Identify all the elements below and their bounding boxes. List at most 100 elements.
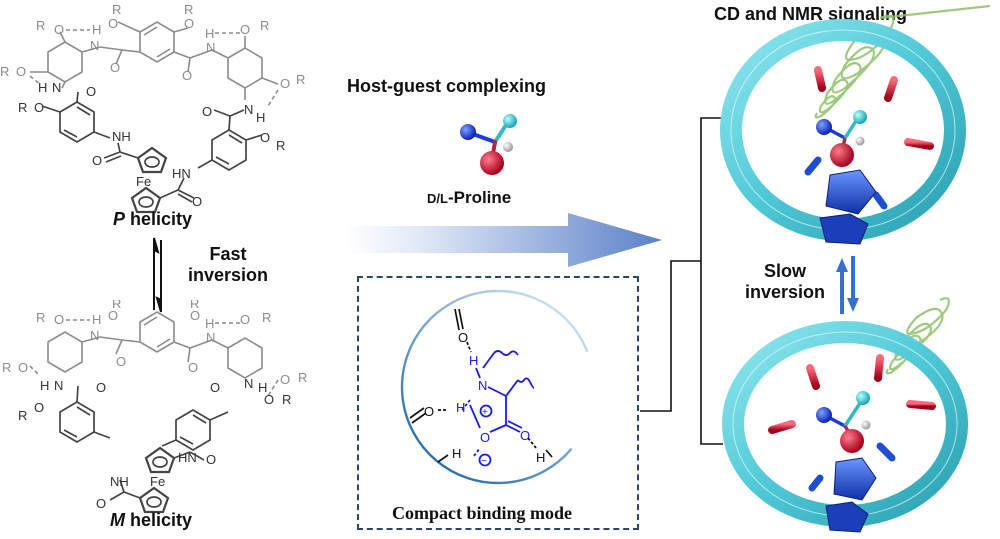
proline-bonds	[468, 120, 510, 162]
carbon-atom	[503, 114, 517, 128]
svg-text:R: R	[276, 138, 285, 153]
svg-text:O: O	[210, 380, 220, 395]
state-bracket	[700, 117, 723, 445]
svg-text:O: O	[192, 194, 202, 209]
svg-text:O: O	[202, 104, 212, 119]
macrocycle-ring-top	[720, 19, 966, 241]
svg-text:O: O	[280, 372, 290, 387]
svg-text:O: O	[240, 22, 250, 37]
svg-text:R: R	[184, 2, 193, 17]
svg-text:Fe: Fe	[136, 174, 151, 189]
svg-text:R: R	[298, 370, 307, 385]
svg-text:N: N	[54, 378, 63, 393]
svg-text:N: N	[52, 80, 61, 95]
svg-text:O: O	[86, 84, 96, 99]
macrocycle-ring-bottom	[722, 321, 968, 527]
svg-text:N: N	[90, 328, 99, 343]
svg-text:H: H	[92, 22, 101, 37]
amide-rods-bottom	[768, 354, 936, 434]
svg-text:O: O	[108, 16, 118, 31]
svg-text:R: R	[296, 72, 305, 87]
svg-text:O: O	[108, 308, 118, 323]
svg-text:R: R	[112, 2, 121, 17]
svg-text:O: O	[116, 354, 126, 369]
svg-text:H: H	[40, 378, 49, 393]
svg-text:N: N	[206, 330, 215, 345]
inversion-label-right: inversion	[744, 282, 826, 302]
svg-text:O: O	[96, 380, 106, 395]
svg-text:NH: NH	[112, 129, 131, 144]
svg-text:H: H	[258, 380, 267, 395]
svg-text:R: R	[36, 310, 45, 325]
svg-text:O: O	[190, 308, 200, 323]
svg-text:R: R	[260, 18, 269, 33]
m-helicity-suffix: helicity	[125, 510, 193, 530]
svg-text:R: R	[2, 360, 11, 375]
fast-label: Fast	[209, 244, 247, 264]
proline-suffix: -Proline	[447, 188, 512, 207]
proline-label: D/L-Proline	[427, 188, 511, 208]
svg-text:O: O	[260, 130, 270, 145]
host-guest-complexing-label: Host-guest complexing	[347, 76, 547, 96]
svg-text:R: R	[282, 392, 291, 407]
svg-text:H: H	[205, 316, 214, 331]
ferrocene-cp-top	[825, 169, 877, 215]
p-helicity-suffix: helicity	[125, 209, 193, 229]
cd-nmr-signaling-title: CD and NMR signaling	[714, 4, 907, 24]
svg-text:N: N	[206, 40, 215, 55]
complexing-arrow-shape	[345, 213, 662, 267]
m-helicity-prefix: M	[110, 510, 125, 530]
svg-text:N: N	[244, 376, 253, 391]
nitrogen-atom	[460, 124, 476, 140]
svg-text:O: O	[96, 496, 106, 511]
inversion-label: inversion	[187, 265, 269, 285]
svg-text:O: O	[34, 400, 44, 415]
slow-label: Slow	[763, 261, 806, 281]
ferrocene-cp-bottom	[833, 457, 877, 501]
svg-text:R: R	[36, 18, 45, 33]
svg-text:O: O	[110, 60, 120, 75]
svg-text:O: O	[280, 76, 290, 91]
binding-mode-inset	[357, 276, 639, 530]
svg-text:O: O	[92, 153, 102, 168]
binding-mode-caption: Compact binding mode	[392, 503, 573, 523]
slow-inversion-label: Slow inversion	[740, 261, 830, 303]
m-helicity-label: M helicity	[110, 510, 192, 531]
fast-inversion-label: Fast inversion	[178, 244, 278, 286]
svg-text:O: O	[18, 360, 28, 375]
proline-prefix: D/L	[427, 191, 448, 206]
svg-text:H: H	[256, 110, 265, 125]
svg-text:O: O	[16, 64, 26, 79]
svg-text:HN: HN	[178, 450, 197, 465]
hydrogen-atom	[503, 142, 513, 152]
svg-text:O: O	[184, 16, 194, 31]
svg-text:O: O	[188, 360, 198, 375]
svg-text:N: N	[244, 102, 253, 117]
svg-text:NH: NH	[110, 474, 129, 489]
p-helicity-prefix: P	[113, 209, 126, 229]
svg-text:R: R	[18, 100, 27, 115]
svg-text:O: O	[34, 100, 44, 115]
svg-text:R: R	[18, 408, 27, 423]
svg-text:H: H	[205, 26, 214, 41]
svg-text:R: R	[112, 300, 121, 311]
svg-text:R: R	[262, 310, 271, 325]
svg-text:H: H	[38, 80, 47, 95]
svg-text:O: O	[240, 312, 250, 327]
svg-text:O: O	[264, 392, 274, 407]
amide-rods-top	[766, 66, 934, 150]
svg-text:N: N	[90, 38, 99, 53]
svg-text:O: O	[54, 312, 64, 327]
svg-text:O: O	[206, 452, 216, 467]
svg-text:R: R	[190, 300, 199, 311]
oxygen-atom	[480, 151, 504, 175]
p-helicity-label: P helicity	[113, 209, 192, 230]
svg-text:HN: HN	[172, 166, 191, 181]
svg-text:O: O	[182, 68, 192, 83]
cd-helix-bottom	[885, 297, 950, 375]
svg-text:O: O	[54, 22, 64, 37]
